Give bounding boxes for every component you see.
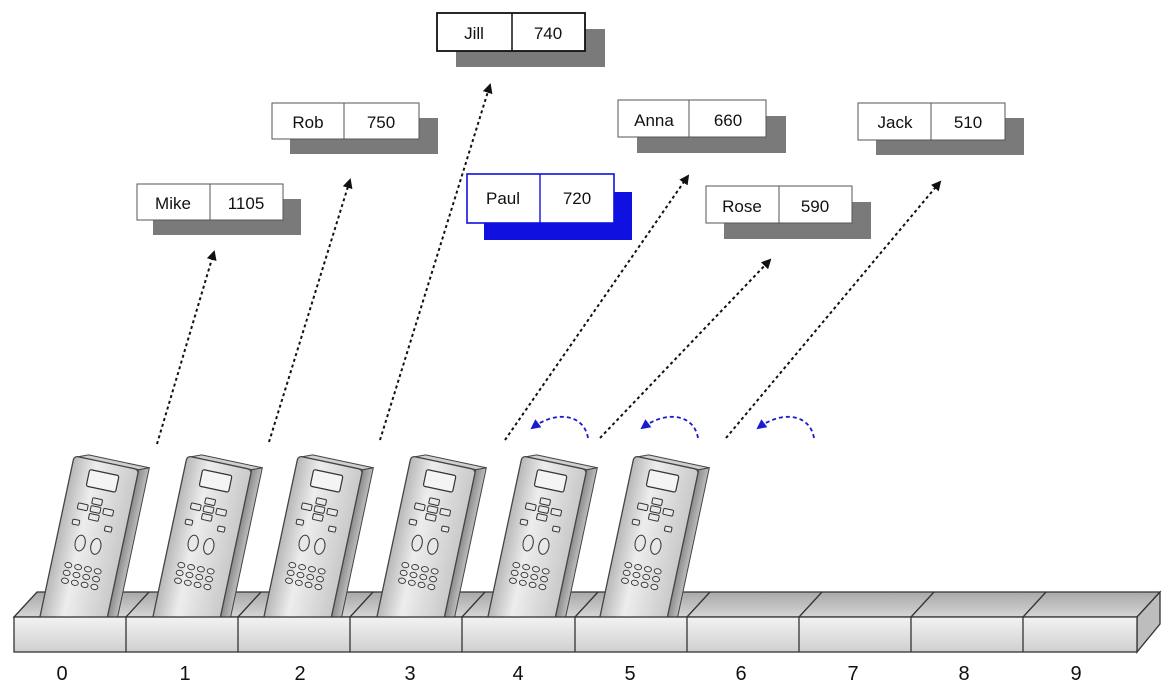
slot-label-5: 5 [624, 663, 635, 685]
record-name: Anna [634, 111, 674, 130]
slot-label-0: 0 [56, 663, 67, 685]
record-box: Jack 510 [857, 102, 1024, 155]
record-box: Mike 1105 [136, 183, 301, 235]
record-name: Paul [486, 189, 520, 208]
slot-row [13, 591, 1138, 653]
record-box: Jill 740 [436, 12, 605, 67]
record-value: 740 [534, 24, 562, 43]
record-name: Rob [292, 113, 323, 132]
record-box: Rose 590 [705, 185, 871, 239]
record-value: 720 [563, 189, 591, 208]
shift-left-arrow-icon [640, 415, 699, 439]
pointer-arrow [725, 180, 942, 439]
records: Mike 1105 Rob 750 Jill 740 Paul 720 [136, 12, 1024, 240]
pointer-arrow [156, 250, 217, 445]
record-value: 660 [714, 111, 742, 130]
record-value: 1105 [228, 194, 265, 213]
record-value: 590 [801, 197, 829, 216]
slot-label-9: 9 [1070, 663, 1081, 685]
slot-label-8: 8 [958, 663, 969, 685]
slot-label-3: 3 [404, 663, 415, 685]
record-name: Mike [155, 194, 191, 213]
slot-labels: 0 1 2 3 4 5 6 7 8 9 [56, 663, 1081, 685]
record-name: Rose [722, 197, 762, 216]
shift-left-arrow-icon [756, 415, 815, 439]
record-box: Rob 750 [271, 102, 438, 154]
slot-label-2: 2 [294, 663, 305, 685]
pointer-arrow [379, 83, 493, 441]
pointer-arrow [599, 258, 772, 439]
shift-left-arrow-icon [530, 415, 589, 439]
slot-label-1: 1 [179, 663, 190, 685]
slot-label-7: 7 [847, 663, 858, 685]
slot-label-4: 4 [512, 663, 523, 685]
pointer-arrow [268, 178, 353, 443]
record-name: Jack [878, 113, 913, 132]
record-name: Jill [464, 24, 484, 43]
record-value: 750 [367, 113, 395, 132]
record-box-highlighted: Paul 720 [466, 173, 632, 240]
record-box: Anna 660 [617, 99, 786, 153]
pointer-arrows [156, 83, 942, 445]
record-value: 510 [954, 113, 982, 132]
shift-arrows [530, 415, 815, 439]
slot-label-6: 6 [735, 663, 746, 685]
